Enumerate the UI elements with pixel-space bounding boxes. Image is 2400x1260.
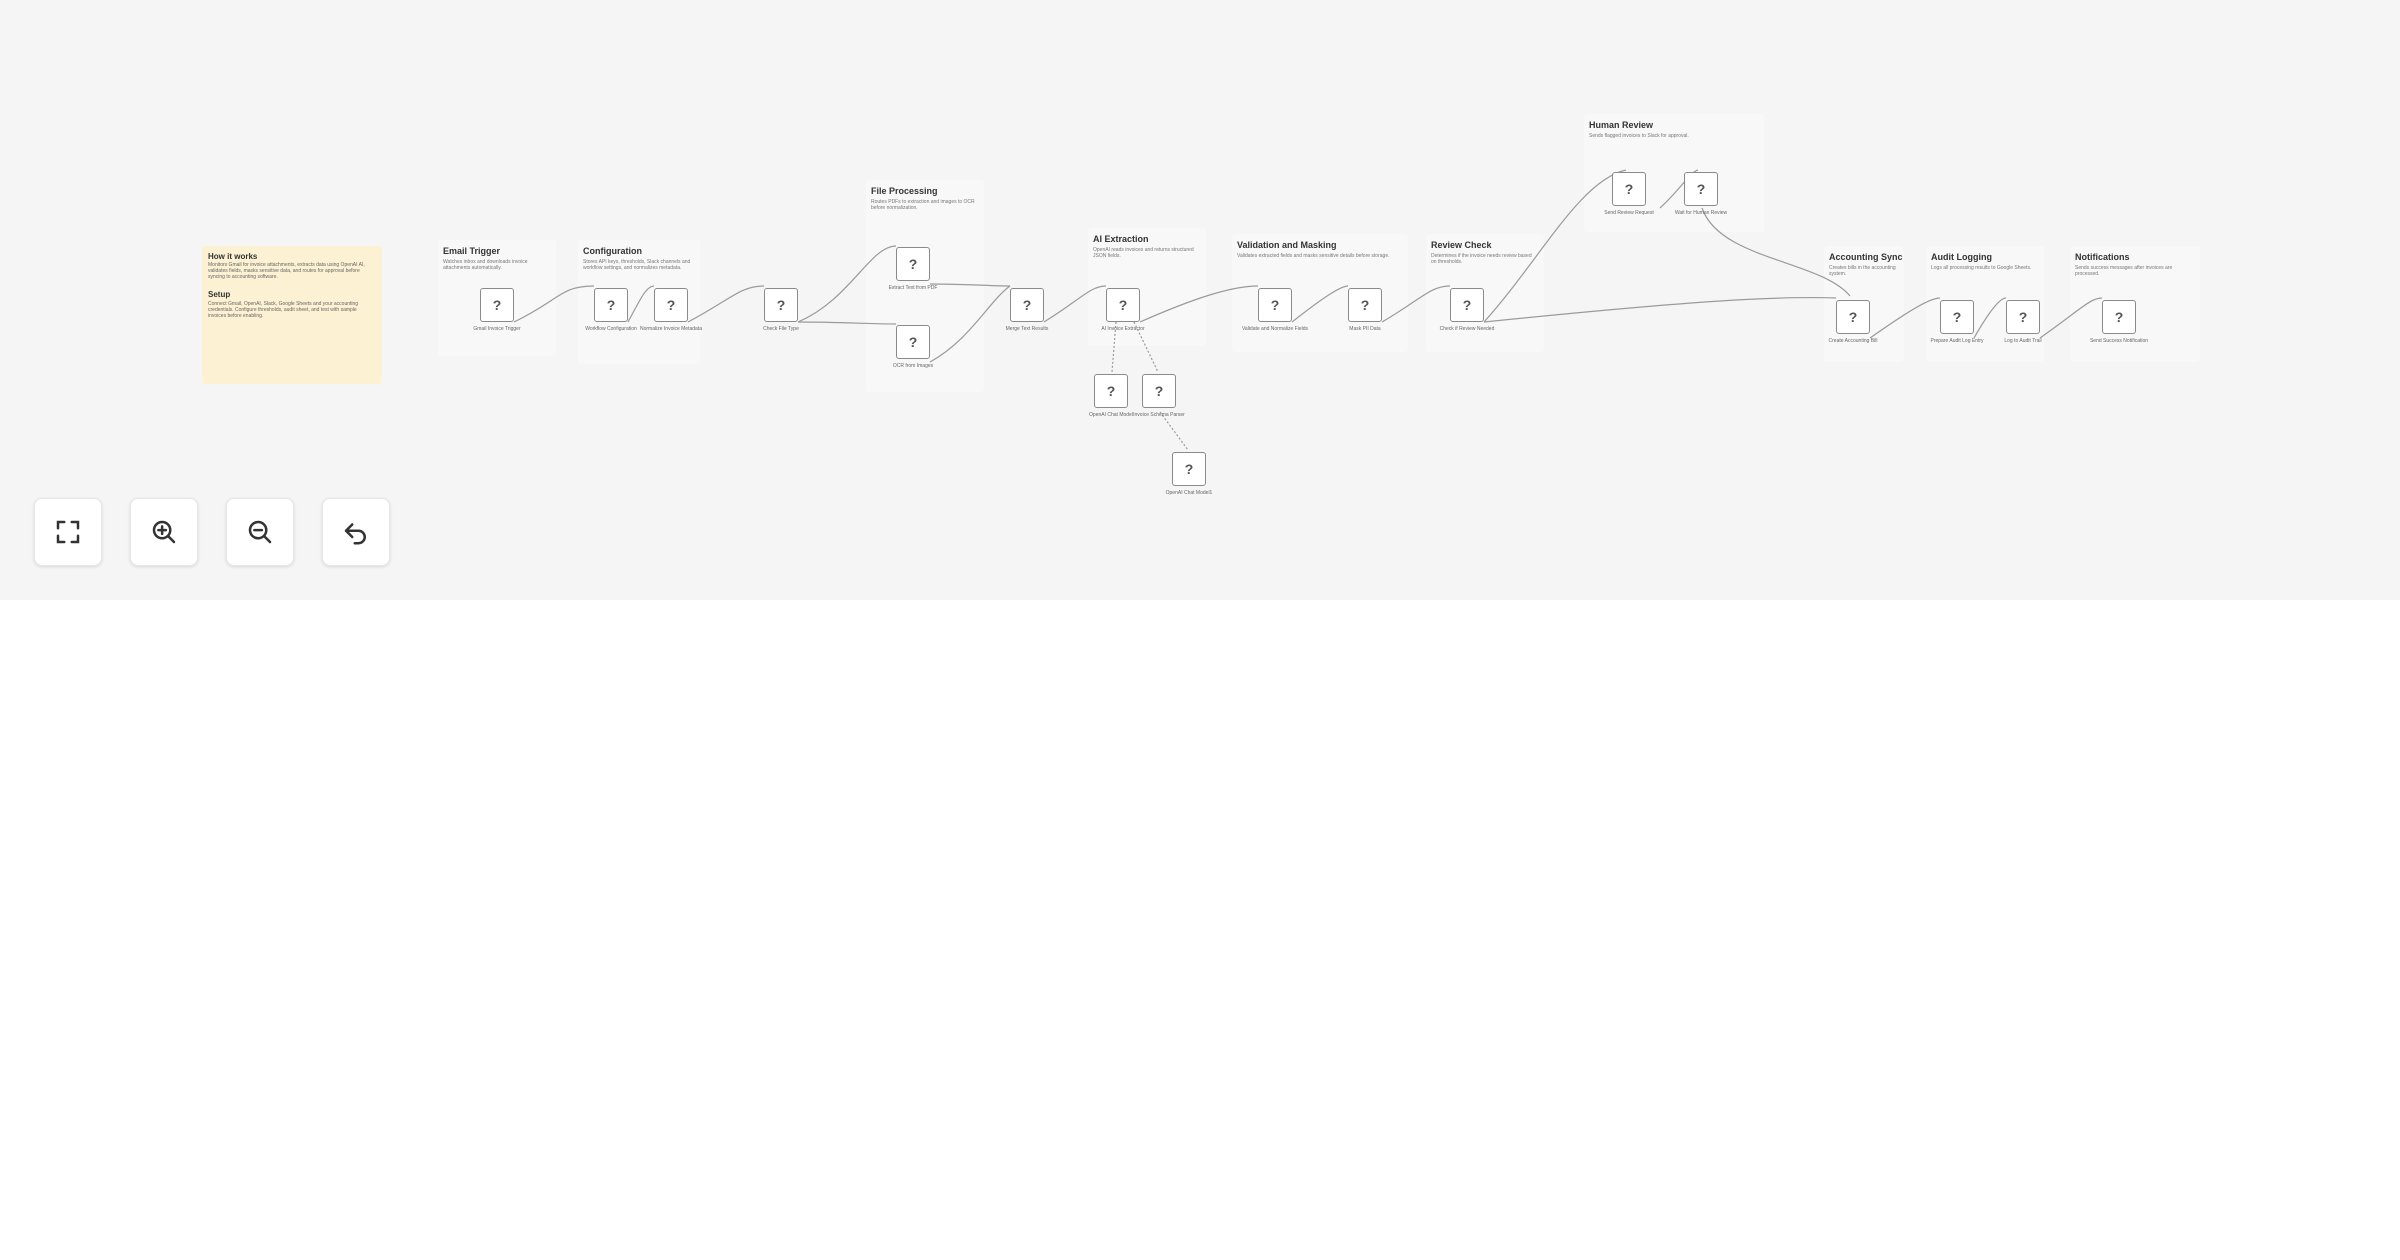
node-workflow-configuration[interactable]: ? (594, 288, 628, 322)
connection (1483, 296, 1837, 323)
node-send-review-request[interactable]: ? (1612, 172, 1646, 206)
node-check-file-type[interactable]: ? (764, 288, 798, 322)
how-it-works-note[interactable]: How it works Monitors Gmail for invoice … (202, 246, 382, 384)
connection (1043, 285, 1107, 323)
section-title: Configuration (583, 246, 642, 256)
node-label: OpenAI Chat Model (1089, 412, 1133, 418)
node-check-if-review-needed[interactable]: ? (1450, 288, 1484, 322)
section-description: Routes PDFs to extraction and images to … (871, 199, 975, 211)
connection (797, 321, 897, 325)
node-validate-and-normalize-fields[interactable]: ? (1258, 288, 1292, 322)
node-label: Normalize Invoice Metadata (640, 326, 702, 332)
node-mask-pii-data[interactable]: ? (1348, 288, 1382, 322)
node-label: Send Success Notification (2089, 338, 2149, 344)
connection (929, 283, 1011, 287)
connection (2039, 297, 2103, 339)
node-merge-text-results[interactable]: ? (1010, 288, 1044, 322)
section-title: File Processing (871, 186, 938, 196)
zoom-in-button[interactable] (130, 498, 198, 566)
node-label: Mask PII Data (1349, 326, 1381, 332)
node-normalize-invoice-metadata[interactable]: ? (654, 288, 688, 322)
connection (1133, 321, 1159, 373)
zoom-in-icon (152, 520, 176, 544)
node-label: Log to Audit Trail (2004, 338, 2042, 344)
undo-button[interactable] (322, 498, 390, 566)
connection (1869, 297, 1941, 339)
section-ai-extraction[interactable]: AI Extraction OpenAI reads invoices and … (1088, 228, 1206, 346)
section-title: Validation and Masking (1237, 240, 1337, 250)
connection (1291, 285, 1349, 323)
node-gmail-invoice-trigger[interactable]: ? (480, 288, 514, 322)
node-log-to-audit-trail[interactable]: ? (2006, 300, 2040, 334)
section-description: Determines if the invoice needs review b… (1431, 253, 1532, 265)
node-label: Create Accounting Bill (1828, 338, 1878, 344)
node-label: OpenAI Chat Model1 (1165, 490, 1213, 496)
node-openai-chat-model[interactable]: ? (1094, 374, 1128, 408)
section-title: Review Check (1431, 240, 1492, 250)
node-label: Invoice Schema Parser (1133, 412, 1185, 418)
node-extract-text-from-pdf[interactable]: ? (896, 247, 930, 281)
section-description: OpenAI reads invoices and returns struct… (1093, 247, 1194, 259)
node-label: Extract Text from PDF (888, 285, 938, 291)
workflow-canvas[interactable]: How it works Monitors Gmail for invoice … (0, 0, 2400, 600)
node-label: Gmail Invoice Trigger (473, 326, 521, 332)
section-description: Stores API keys, thresholds, Slack chann… (583, 259, 691, 271)
node-invoice-schema-parser[interactable]: ? (1142, 374, 1176, 408)
connection (513, 285, 595, 323)
node-label: OCR from Images (892, 363, 934, 369)
connection (1659, 169, 1699, 209)
connection (1111, 321, 1117, 373)
node-label: Validate and Normalize Fields (1241, 326, 1309, 332)
section-title: Human Review (1589, 120, 1654, 130)
section-title: Accounting Sync (1829, 252, 1903, 262)
node-label: Wait for Human Review (1674, 210, 1728, 216)
connection (627, 285, 655, 323)
note-description: Monitors Gmail for invoice attachments, … (208, 262, 365, 280)
zoom-out-icon (248, 520, 272, 544)
section-title: AI Extraction (1093, 234, 1149, 244)
connection (1381, 285, 1451, 323)
connection (1139, 285, 1259, 323)
setup-description: Connect Gmail, OpenAI, Slack, Google She… (208, 301, 359, 319)
undo-icon (344, 523, 366, 545)
section-description: Watches inbox and downloads invoice atta… (443, 259, 528, 271)
section-title: Notifications (2075, 252, 2130, 262)
section-description: Logs all processing results to Google Sh… (1931, 265, 2032, 271)
section-description: Creates bills in the accounting system. (1829, 265, 1896, 277)
node-ocr-from-images[interactable]: ? (896, 325, 930, 359)
node-label: Merge Text Results (1005, 326, 1049, 332)
node-label: Check File Type (763, 326, 799, 332)
node-openai-chat-model1[interactable]: ? (1172, 452, 1206, 486)
fit-view-icon (56, 520, 80, 544)
connection (1973, 297, 2007, 339)
node-send-success-notification[interactable]: ? (2102, 300, 2136, 334)
section-description: Validates extracted fields and masks sen… (1237, 253, 1390, 259)
note-title: How it works (208, 252, 258, 261)
connection (929, 285, 1011, 363)
node-label: Send Review Request (1604, 210, 1654, 216)
connection (1483, 169, 1627, 323)
node-wait-for-human-review[interactable]: ? (1684, 172, 1718, 206)
connections-layer (513, 169, 2103, 451)
fit-view-button[interactable] (34, 498, 102, 566)
node-label: Prepare Audit Log Entry (1930, 338, 1984, 344)
zoom-out-button[interactable] (226, 498, 294, 566)
node-create-accounting-bill[interactable]: ? (1836, 300, 1870, 334)
connection (797, 245, 897, 323)
connection (687, 285, 765, 323)
section-title: Email Trigger (443, 246, 501, 256)
section-title: Audit Logging (1931, 252, 1992, 262)
node-label: Workflow Configuration (585, 326, 637, 332)
setup-title: Setup (208, 290, 231, 299)
node-ai-invoice-extractor[interactable]: ? (1106, 288, 1140, 322)
node-label: Check if Review Needed (1439, 326, 1495, 332)
section-description: Sends success messages after invoices ar… (2075, 265, 2173, 277)
section-description: Sends flagged invoices to Slack for appr… (1589, 133, 1689, 139)
node-prepare-audit-log-entry[interactable]: ? (1940, 300, 1974, 334)
section-review-check[interactable]: Review Check Determines if the invoice n… (1426, 234, 1544, 352)
connection (1701, 207, 1851, 297)
node-label: AI Invoice Extractor (1101, 326, 1145, 332)
